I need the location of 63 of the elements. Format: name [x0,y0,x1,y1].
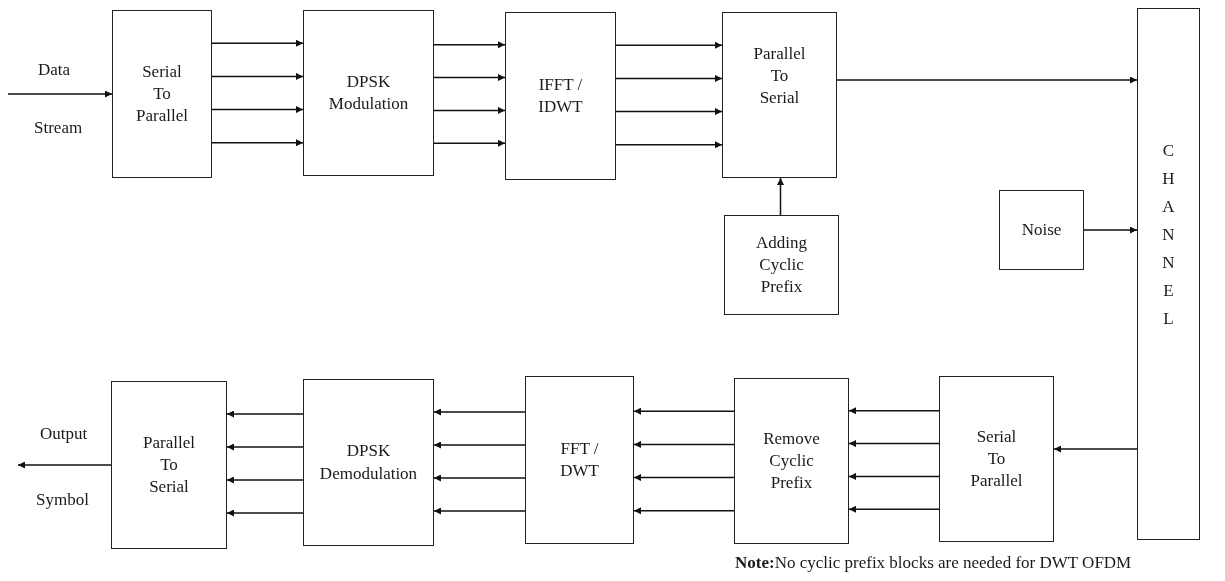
box-label: Serial To Parallel [970,425,1023,493]
arrow [777,177,784,216]
arrow [633,507,735,515]
box-label: FFT / DWT [560,437,599,482]
box-label: Remove Cyclic Prefix [763,427,820,495]
arrow [211,139,304,147]
signal-label: Data [38,60,71,81]
arrow [211,106,304,114]
arrow [7,90,113,98]
note-text: Note:No cyclic prefix blocks are needed for DWT OFDM [735,553,1132,574]
arrow [615,141,723,149]
box-label: Parallel To Serial [143,431,195,499]
arrow [226,410,304,418]
arrow [1053,445,1138,453]
channel-box [1137,8,1200,540]
arrow [433,441,526,449]
arrow [848,407,940,415]
process-box [734,378,849,544]
process-box [525,376,634,544]
arrow [615,108,723,116]
signal-label: Stream [34,118,83,139]
process-box [505,12,616,180]
arrow [433,74,506,82]
process-box [303,379,434,546]
box-label: Noise [1021,218,1062,241]
arrow [226,509,304,517]
arrow [433,41,506,49]
arrow [433,106,506,114]
arrow [433,408,526,416]
arrow [226,476,304,484]
box-label: Parallel To Serial [753,43,806,110]
arrow [615,41,723,49]
arrow [848,440,940,448]
process-box [724,215,839,315]
arrow [836,76,1138,84]
arrow [1083,226,1138,234]
box-label: CHANNEL [1161,140,1176,331]
signal-label: Symbol [36,490,89,511]
box-label: Serial To Parallel [136,60,188,128]
arrow [633,440,735,448]
process-box [939,376,1054,542]
arrow [615,74,723,82]
arrow [211,39,304,47]
process-box [999,190,1084,270]
arrow [17,461,112,469]
arrow [226,443,304,451]
signal-label: Output [40,424,88,445]
box-label: DPSK Modulation [328,70,409,115]
process-box [111,381,227,549]
arrow [848,472,940,480]
arrow [211,72,304,80]
process-box [303,10,434,176]
arrow [848,505,940,513]
box-label: DPSK Demodulation [319,440,418,485]
arrow [433,507,526,515]
box-label: Adding Cyclic Prefix [756,231,807,299]
process-box [722,12,837,178]
arrow [633,407,735,415]
process-box [112,10,212,178]
arrow [433,474,526,482]
box-label: IFFT / IDWT [538,73,583,118]
arrow [633,474,735,482]
arrow [433,139,506,147]
